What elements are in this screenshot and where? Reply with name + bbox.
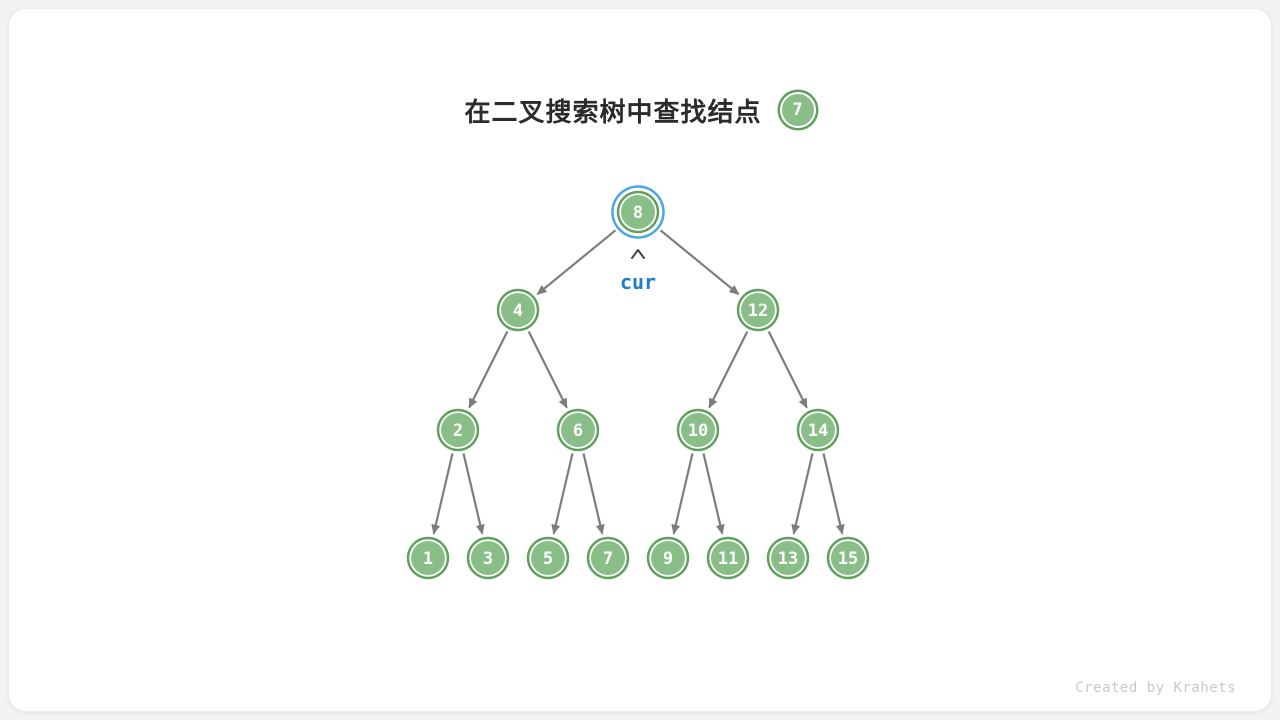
node-value-label: 8 (633, 203, 643, 223)
tree-edge-12-14 (767, 331, 808, 409)
title-row: 在二叉搜索树中查找结点 7 (0, 84, 1280, 136)
node-fill-disk (591, 541, 625, 575)
node-value-label: 4 (513, 301, 523, 321)
tree-node-3: 3 (466, 536, 510, 580)
tree-edge-8-12 (659, 229, 740, 296)
tree-edge-4-2 (468, 331, 509, 409)
node-value-label: 1 (423, 549, 433, 569)
tree-node-11: 11 (706, 536, 750, 580)
node-outer-ring (556, 408, 600, 452)
node-fill-disk (831, 541, 865, 575)
node-value-label: 3 (483, 549, 493, 569)
node-outer-ring (646, 536, 690, 580)
node-value-label: 11 (718, 549, 738, 569)
node-fill-disk (621, 195, 655, 229)
node-value-label: 2 (453, 421, 463, 441)
tree-node-9: 9 (646, 536, 690, 580)
tree-node-12: 12 (736, 288, 780, 332)
node-outer-ring (706, 536, 750, 580)
node-fill-disk (711, 541, 745, 575)
node-fill-disk (531, 541, 565, 575)
tree-edge-8-4 (536, 229, 617, 296)
node-outer-ring (436, 408, 480, 452)
node-value-label: 10 (688, 421, 708, 441)
cur-pointer-label: cur (620, 270, 656, 294)
tree-node-5: 5 (526, 536, 570, 580)
node-fill-disk (771, 541, 805, 575)
node-value-label: 12 (748, 301, 768, 321)
node-value-label: 7 (603, 549, 613, 569)
tree-edge-14-15 (822, 453, 845, 535)
tree-node-15: 15 (826, 536, 870, 580)
node-fill-disk (651, 541, 685, 575)
node-value-label: 5 (543, 549, 553, 569)
content-card (8, 8, 1272, 712)
node-outer-ring (736, 288, 780, 332)
node-fill-disk (501, 293, 535, 327)
tree-node-7: 7 (586, 536, 630, 580)
node-outer-ring (616, 190, 660, 234)
node-fill-disk (411, 541, 445, 575)
node-value-label: 15 (838, 549, 858, 569)
node-fill-disk (741, 293, 775, 327)
tree-node-4: 4 (496, 288, 540, 332)
node-fill-disk (471, 541, 505, 575)
tree-node-8: 8 (611, 185, 665, 239)
tree-node-14: 14 (796, 408, 840, 452)
tree-edge-2-3 (462, 453, 485, 535)
tree-edge-6-7 (582, 453, 605, 535)
node-outer-ring (406, 536, 450, 580)
node-value-label: 9 (663, 549, 673, 569)
node-outer-ring (766, 536, 810, 580)
node-value-label: 13 (778, 549, 798, 569)
tree-node-2: 2 (436, 408, 480, 452)
tree-edge-12-10 (708, 331, 749, 409)
node-outer-ring (496, 288, 540, 332)
node-outer-ring (826, 536, 870, 580)
node-outer-ring (676, 408, 720, 452)
tree-edge-6-5 (551, 453, 574, 535)
tree-edge-14-13 (791, 453, 814, 535)
node-value-label: 6 (573, 421, 583, 441)
search-target-badge: 7 (779, 92, 816, 128)
tree-node-10: 10 (676, 408, 720, 452)
tree-edge-2-1 (431, 453, 454, 535)
node-fill-disk (801, 413, 835, 447)
node-outer-ring (796, 408, 840, 452)
cur-pointer-caret-icon (631, 249, 645, 259)
node-value-label: 14 (808, 421, 828, 441)
node-fill-disk (561, 413, 595, 447)
tree-node-6: 6 (556, 408, 600, 452)
node-fill-disk (441, 413, 475, 447)
tree-node-13: 13 (766, 536, 810, 580)
tree-node-1: 1 (406, 536, 450, 580)
node-outer-ring (466, 536, 510, 580)
node-outer-ring (526, 536, 570, 580)
node-fill-disk (681, 413, 715, 447)
tree-edge-10-9 (671, 453, 694, 535)
current-node-highlight-ring (611, 185, 665, 239)
watermark: Created by Krahets (1075, 680, 1236, 696)
tree-edge-10-11 (702, 453, 725, 535)
page-title: 在二叉搜索树中查找结点 (464, 96, 762, 127)
tree-edge-4-6 (527, 331, 568, 409)
node-outer-ring (586, 536, 630, 580)
